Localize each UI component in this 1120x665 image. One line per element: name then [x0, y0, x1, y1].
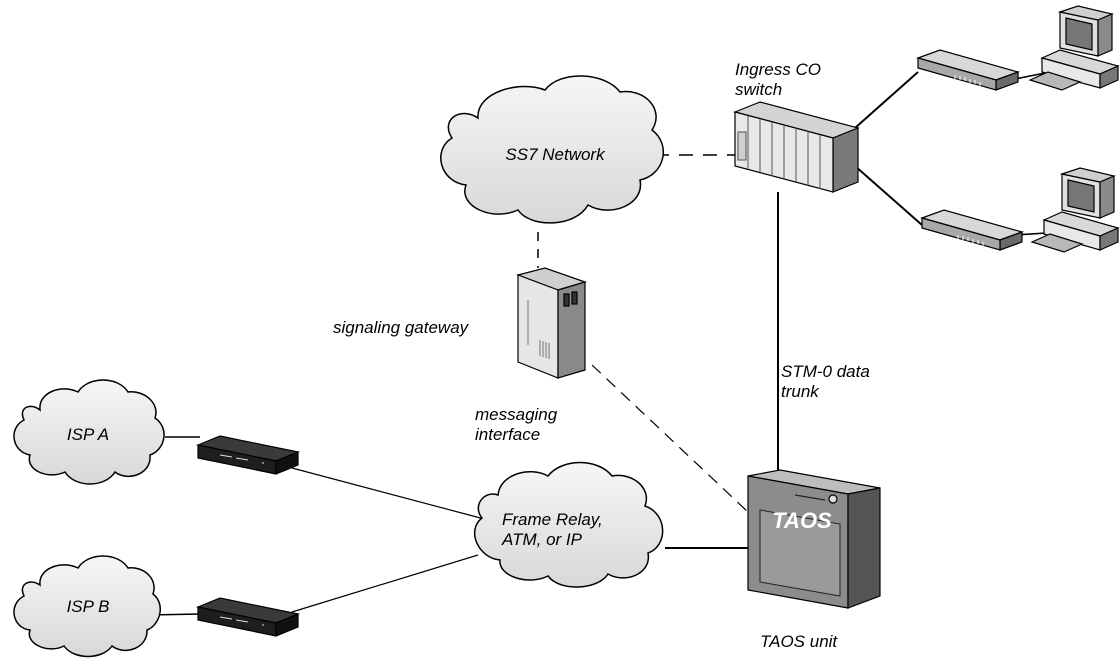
ingress-co-switch-label: Ingress CO switch — [735, 60, 821, 100]
ingress-co-switch-label-line1: Ingress CO — [735, 60, 821, 79]
switch-to-modem1-link — [854, 71, 919, 129]
router-b-to-frame-link — [291, 554, 479, 613]
taos-logo-text: TAOS — [772, 508, 832, 533]
signaling-gateway-label: signaling gateway — [333, 318, 469, 337]
frame-relay-label-line1: Frame Relay, — [502, 510, 603, 529]
isp-b-label: ISP B — [66, 597, 110, 616]
stm0-trunk-label: STM-0 data trunk — [781, 362, 870, 402]
stm0-trunk-label-line1: STM-0 data — [781, 362, 870, 381]
computer-2-icon — [1030, 167, 1120, 253]
isp-b-router-icon — [195, 597, 301, 637]
isp-a-cloud — [13, 379, 165, 485]
stm0-trunk-label-line2: trunk — [781, 382, 819, 401]
computer-1-icon — [1028, 5, 1120, 91]
isp-a-router-icon — [195, 435, 301, 475]
modem-1-icon — [916, 49, 1020, 91]
ingress-co-switch-icon — [733, 101, 860, 193]
switch-to-modem2-link — [854, 165, 923, 226]
frame-relay-label-line2: ATM, or IP — [502, 530, 582, 549]
taos-unit-icon — [747, 469, 881, 609]
messaging-interface-label-line1: messaging — [475, 405, 558, 424]
router-a-to-frame-link — [291, 467, 489, 521]
messaging-interface-label-line2: interface — [475, 425, 541, 444]
modem-2-icon — [920, 209, 1024, 251]
ss7-network-cloud — [440, 75, 664, 224]
frame-relay-cloud — [473, 461, 664, 588]
messaging-interface-label: messaging interface — [475, 405, 557, 445]
taos-unit-label: TAOS unit — [760, 632, 838, 651]
ss7-network-label: SS7 Network — [505, 145, 605, 164]
signaling-gateway-server-icon — [516, 267, 587, 379]
isp-b-cloud — [13, 555, 161, 658]
isp-a-label: ISP A — [66, 425, 110, 444]
frame-relay-label: Frame Relay, ATM, or IP — [502, 510, 603, 550]
gateway-to-taos-messaging-link — [591, 364, 749, 513]
ingress-co-switch-label-line2: switch — [735, 80, 783, 99]
